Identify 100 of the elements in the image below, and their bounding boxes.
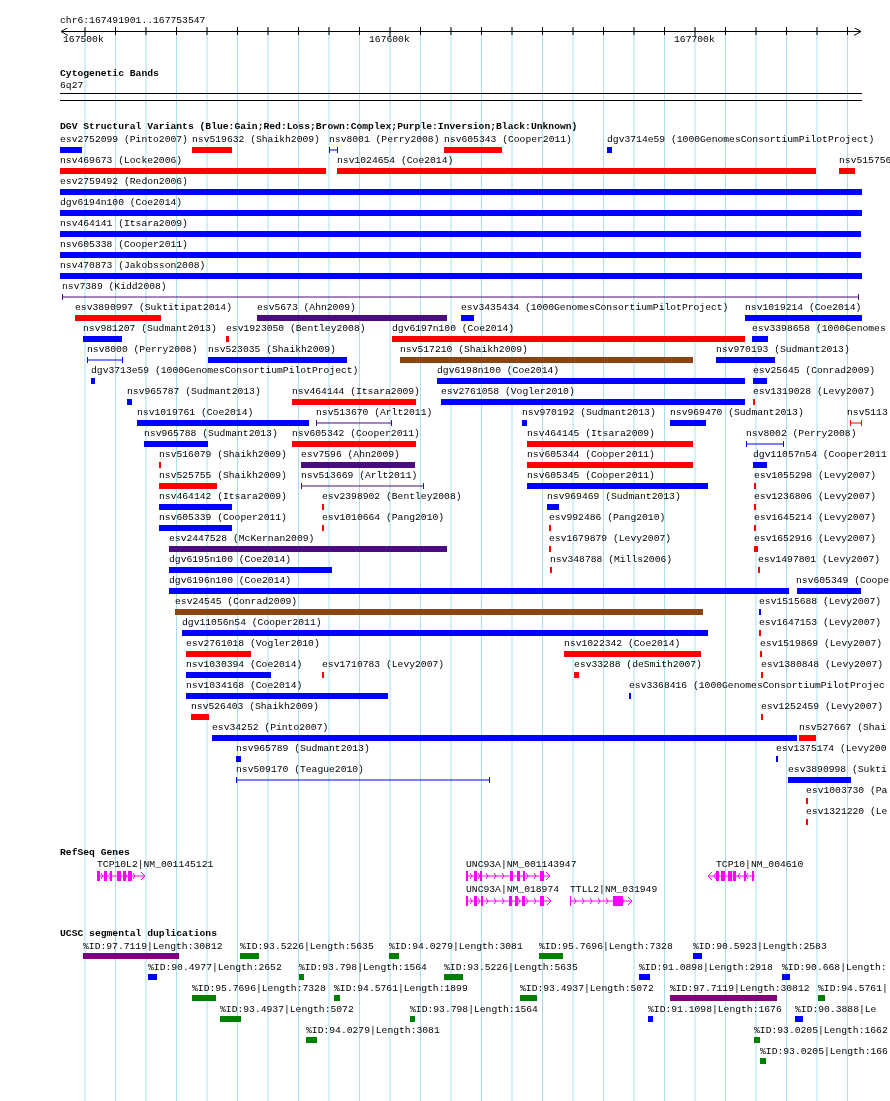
- variant-label: esv3398658 (1000Genomes: [752, 323, 886, 335]
- variant-label: esv5673 (Ahn2009): [257, 302, 356, 314]
- variant-label: nsv8000 (Perry2008): [87, 344, 198, 356]
- variant-label: dgv3713e59 (1000GenomesConsortiumPilotProject): [91, 365, 359, 377]
- variant-label: esv3435434 (1000GenomesConsortiumPilotProject): [461, 302, 729, 314]
- track-title: DGV Structural Variants (Blue:Gain;Red:Loss;Brown:Complex;Purple:Inversion;Black:Unknown): [60, 121, 578, 133]
- duplication-label: %ID:90.4977|Length:2652: [148, 962, 282, 974]
- variant-label: nsv509170 (Teague2010): [236, 764, 364, 776]
- variant-label: esv1923050 (Bentley2008): [226, 323, 366, 335]
- variant-label: dgv6195n100 (Coe2014): [169, 554, 292, 566]
- variant-label: esv3890998 (Sukti: [788, 764, 887, 776]
- variant-label: nsv605338 (Cooper2011): [60, 239, 188, 251]
- track-title: UCSC segmental duplications: [60, 928, 217, 940]
- variant-label: esv33288 (deSmith2007): [574, 659, 702, 671]
- variant-label: nsv1030394 (Coe2014): [186, 659, 303, 671]
- gene-label: TTLL2|NM_031949: [570, 884, 658, 896]
- gene-label: UNC93A|NM_001143947: [466, 859, 577, 871]
- duplication-label: %ID:90.668|Length:: [782, 962, 887, 974]
- variant-label: nsv970193 (Sudmant2013): [716, 344, 850, 356]
- variant-label: esv1321220 (Le: [806, 806, 888, 818]
- variant-label: nsv470873 (Jakobsson2008): [60, 260, 206, 272]
- variant-label: nsv605339 (Cooper2011): [159, 512, 287, 524]
- duplication-label: %ID:94.5761|: [818, 983, 888, 995]
- variant-label: nsv526403 (Shaikh2009): [191, 701, 319, 713]
- track-title: Cytogenetic Bands: [60, 68, 159, 80]
- variant-label: esv1375174 (Levy200: [776, 743, 887, 755]
- band-label: 6q27: [60, 80, 84, 92]
- ruler-label: 167700k: [674, 34, 715, 46]
- variant-label: nsv969470 (Sudmant2013): [670, 407, 804, 419]
- gene-label: UNC93A|NM_018974: [466, 884, 559, 896]
- variant-label: nsv517210 (Shaikh2009): [400, 344, 528, 356]
- variant-label: dgv6194n100 (Coe2014): [60, 197, 183, 209]
- duplication-label: %ID:93.798|Length:1564: [410, 1004, 538, 1016]
- variant-label: dgv6196n100 (Coe2014): [169, 575, 292, 587]
- variant-label: nsv525755 (Shaikh2009): [159, 470, 287, 482]
- variant-label: esv1519869 (Levy2007): [760, 638, 883, 650]
- variant-label: esv1515688 (Levy2007): [759, 596, 882, 608]
- variant-label: nsv348788 (Mills2006): [550, 554, 673, 566]
- variant-label: esv1010664 (Pang2010): [322, 512, 445, 524]
- duplication-label: %ID:94.0279|Length:3081: [306, 1025, 440, 1037]
- variant-label: nsv464144 (Itsara2009): [292, 386, 420, 398]
- duplication-label: %ID:90.5923|Length:2583: [693, 941, 827, 953]
- variant-label: esv2752099 (Pinto2007): [60, 134, 188, 146]
- variant-label: nsv1019214 (Coe2014): [745, 302, 862, 314]
- duplication-label: %ID:93.4937|Length:5072: [520, 983, 654, 995]
- variant-label: esv34252 (Pinto2007): [212, 722, 329, 734]
- variant-label: esv24545 (Conrad2009): [175, 596, 298, 608]
- variant-label: esv7596 (Ahn2009): [301, 449, 400, 461]
- variant-label: nsv1024654 (Coe2014): [337, 155, 454, 167]
- duplication-label: %ID:91.1098|Length:1676: [648, 1004, 782, 1016]
- duplication-label: %ID:90.3888|Le: [795, 1004, 877, 1016]
- variant-label: esv1236806 (Levy2007): [754, 491, 877, 503]
- variant-label: nsv464145 (Itsara2009): [527, 428, 655, 440]
- variant-label: esv1497801 (Levy2007): [758, 554, 881, 566]
- variant-label: esv2761018 (Vogler2010): [186, 638, 320, 650]
- variant-label: dgv11056n54 (Cooper2011): [182, 617, 322, 629]
- variant-label: esv1055298 (Levy2007): [754, 470, 877, 482]
- duplication-label: %ID:93.4937|Length:5072: [220, 1004, 354, 1016]
- duplication-label: %ID:93.798|Length:1564: [299, 962, 427, 974]
- ruler-label: 167500k: [63, 34, 104, 46]
- duplication-label: %ID:94.5761|Length:1899: [334, 983, 468, 995]
- duplication-label: %ID:91.0898|Length:2918: [639, 962, 773, 974]
- variant-label: nsv527667 (Shai: [799, 722, 887, 734]
- variant-label: esv1252459 (Levy2007): [761, 701, 884, 713]
- variant-label: nsv519632 (Shaikh2009): [192, 134, 320, 146]
- variant-label: dgv6197n100 (Coe2014): [392, 323, 515, 335]
- variant-label: nsv981207 (Sudmant2013): [83, 323, 217, 335]
- variant-label: esv2761058 (Vogler2010): [441, 386, 575, 398]
- variant-label: nsv605342 (Cooper2011): [292, 428, 420, 440]
- duplication-label: %ID:94.0279|Length:3081: [389, 941, 523, 953]
- variant-label: nsv969469 (Sudmant2013): [547, 491, 681, 503]
- duplication-label: %ID:93.0205|Length:166: [760, 1046, 888, 1058]
- ruler-label: 167600k: [369, 34, 410, 46]
- variant-label: nsv8001 (Perry2008): [329, 134, 440, 146]
- variant-label: esv1645214 (Levy2007): [754, 512, 877, 524]
- variant-label: nsv605344 (Cooper2011): [527, 449, 655, 461]
- variant-label: esv25645 (Conrad2009): [753, 365, 876, 377]
- variant-label: nsv515756: [839, 155, 890, 167]
- duplication-label: %ID:95.7696|Length:7328: [192, 983, 326, 995]
- coordinate-range: chr6:167491901..167753547: [60, 15, 206, 27]
- variant-label: nsv605345 (Cooper2011): [527, 470, 655, 482]
- duplication-label: %ID:95.7696|Length:7328: [539, 941, 673, 953]
- variant-label: esv1319028 (Levy2007): [753, 386, 876, 398]
- variant-label: nsv513669 (Arlt2011): [301, 470, 418, 482]
- variant-label: nsv970192 (Sudmant2013): [522, 407, 656, 419]
- variant-label: esv1710783 (Levy2007): [322, 659, 445, 671]
- variant-label: dgv11057n54 (Cooper2011: [753, 449, 887, 461]
- variant-label: nsv5113: [847, 407, 888, 419]
- variant-label: nsv965789 (Sudmant2013): [236, 743, 370, 755]
- variant-label: nsv8002 (Perry2008): [746, 428, 857, 440]
- duplication-label: %ID:93.5226|Length:5635: [444, 962, 578, 974]
- variant-label: nsv464142 (Itsara2009): [159, 491, 287, 503]
- variant-label: esv1679879 (Levy2007): [549, 533, 672, 545]
- variant-label: esv2398902 (Bentley2008): [322, 491, 462, 503]
- variant-label: esv1003730 (Pa: [806, 785, 888, 797]
- variant-label: esv1380848 (Levy2007): [761, 659, 884, 671]
- variant-label: esv3890997 (Suktitipat2014): [75, 302, 232, 314]
- variant-label: nsv7389 (Kidd2008): [62, 281, 167, 293]
- variant-label: nsv1019761 (Coe2014): [137, 407, 254, 419]
- variant-label: nsv965788 (Sudmant2013): [144, 428, 278, 440]
